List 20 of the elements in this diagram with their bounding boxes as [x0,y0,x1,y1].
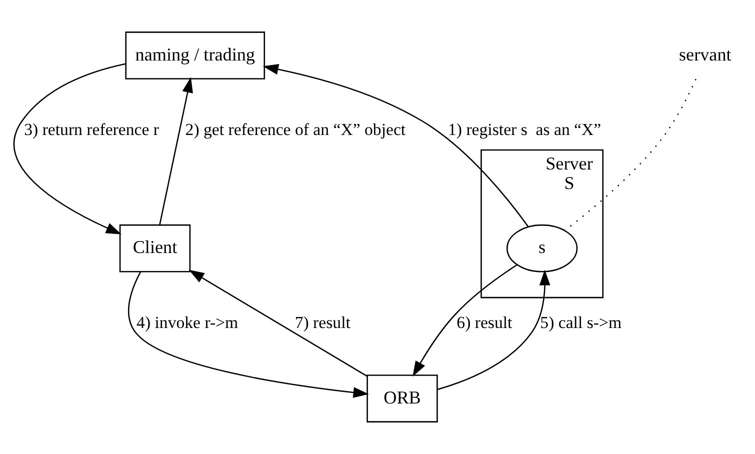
edge-label: 3) return reference r [24,120,159,139]
arrow [188,270,368,377]
arrow [159,77,193,226]
edge-label: 1) register s as an “X” [448,120,602,139]
edge-label: 6) result [456,312,512,332]
node-box: naming / trading [125,32,266,80]
arrow [128,272,369,398]
arrow [262,64,529,228]
arrow [437,270,550,390]
edge-label: 4) invoke r->m [136,312,238,332]
arrow [14,63,126,234]
node-text: servant [679,44,732,64]
connector [564,78,696,231]
edge-label: 2) get reference of an “X” object [185,120,406,139]
node-ellipse: s [506,224,578,272]
node-box: ORB [366,374,438,422]
edge-label: 7) result [294,312,350,332]
node-box: Client [119,224,191,272]
arrow [412,264,518,377]
edge-label: 5) call s->m [540,312,622,332]
